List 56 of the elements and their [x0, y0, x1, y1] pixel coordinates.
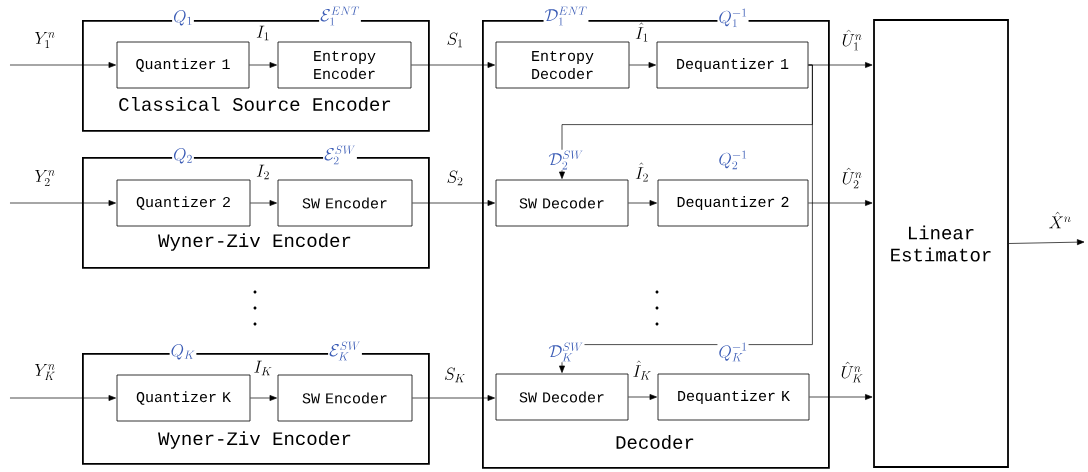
edge-label: $S_{1}$ [447, 32, 462, 48]
symbol-label: $\mathcal{E}_{2}^{SW}$ [323, 144, 357, 166]
arrow [9, 62, 116, 68]
process-box: Entropy Decoder [495, 41, 630, 89]
symbol-label: $Q_{2}^{-1}$ [717, 149, 749, 171]
edge-label: $\hat{I}_{K}$ [633, 360, 651, 380]
arrow [250, 200, 277, 206]
process-box: Dequantizer K [657, 373, 810, 421]
process-box: Quantizer 2 [116, 179, 251, 227]
arrow [412, 200, 495, 206]
process-box: SW Decoder [495, 179, 629, 227]
symbol-label: $\mathcal{D}_{1}^{ENT}$ [543, 5, 589, 27]
symbol-label: $\mathcal{D}_{2}^{SW}$ [547, 149, 585, 171]
process-box: SW Encoder [277, 179, 413, 227]
symbol-label: $Q_{K}$ [169, 343, 197, 361]
arrow [809, 394, 873, 400]
edge-label: $I_{1}$ [256, 25, 269, 41]
edge-label: $Y_{2}^{n}$ [35, 169, 55, 187]
edge-label: $I_{2}$ [256, 164, 269, 180]
process-box: Quantizer 1 [116, 41, 250, 89]
arrow [250, 395, 277, 401]
symbol-label: $Q_{2}$ [172, 147, 194, 165]
edge-label: $Y_{K}^{n}$ [35, 363, 55, 381]
edge-label: $S_{2}$ [447, 170, 463, 186]
arrow [412, 395, 495, 401]
arrow [628, 394, 657, 400]
process-box: Quantizer K [116, 374, 251, 422]
edge-label: $\hat{U}_{K}^{n}$ [841, 361, 863, 383]
edge-label: $Y_{1}^{n}$ [35, 31, 55, 49]
estimator-box: Linear Estimator [873, 19, 1009, 468]
process-box: Dequantizer 1 [656, 41, 809, 89]
symbol-label: $\mathcal{D}_{K}^{SW}$ [547, 341, 585, 363]
edge-label: $\hat{I}_{2}$ [635, 162, 648, 182]
edge-label: $\hat{U}_{2}^{n}$ [842, 167, 862, 189]
arrow [808, 200, 873, 206]
edge-label: $I_{K}$ [254, 360, 272, 376]
arrow [9, 395, 116, 401]
symbol-label: $\mathcal{E}_{1}^{ENT}$ [319, 5, 361, 27]
process-box: Dequantizer 2 [657, 179, 809, 227]
arrow [1008, 239, 1085, 246]
arrow [629, 62, 656, 68]
edge-label: $\hat{X}^{n}$ [1049, 211, 1071, 229]
edge-label: $\hat{U}_{1}^{n}$ [842, 29, 862, 51]
symbol-label: $\mathcal{E}_{K}^{SW}$ [328, 340, 362, 362]
symbol-label: $Q_{K}^{-1}$ [717, 341, 749, 363]
process-box: SW Decoder [495, 373, 629, 421]
process-box: SW Encoder [277, 374, 413, 422]
arrow [249, 62, 277, 68]
edge-label: $\hat{I}_{1}$ [635, 22, 648, 42]
symbol-label: $Q_{1}^{-1}$ [717, 7, 749, 29]
process-box: Entropy Encoder [277, 41, 412, 89]
arrow [411, 62, 495, 68]
arrow [628, 200, 657, 206]
symbol-label: $Q_{1}$ [172, 9, 194, 27]
edge-label: $S_{K}$ [445, 367, 465, 383]
arrow [9, 200, 116, 206]
